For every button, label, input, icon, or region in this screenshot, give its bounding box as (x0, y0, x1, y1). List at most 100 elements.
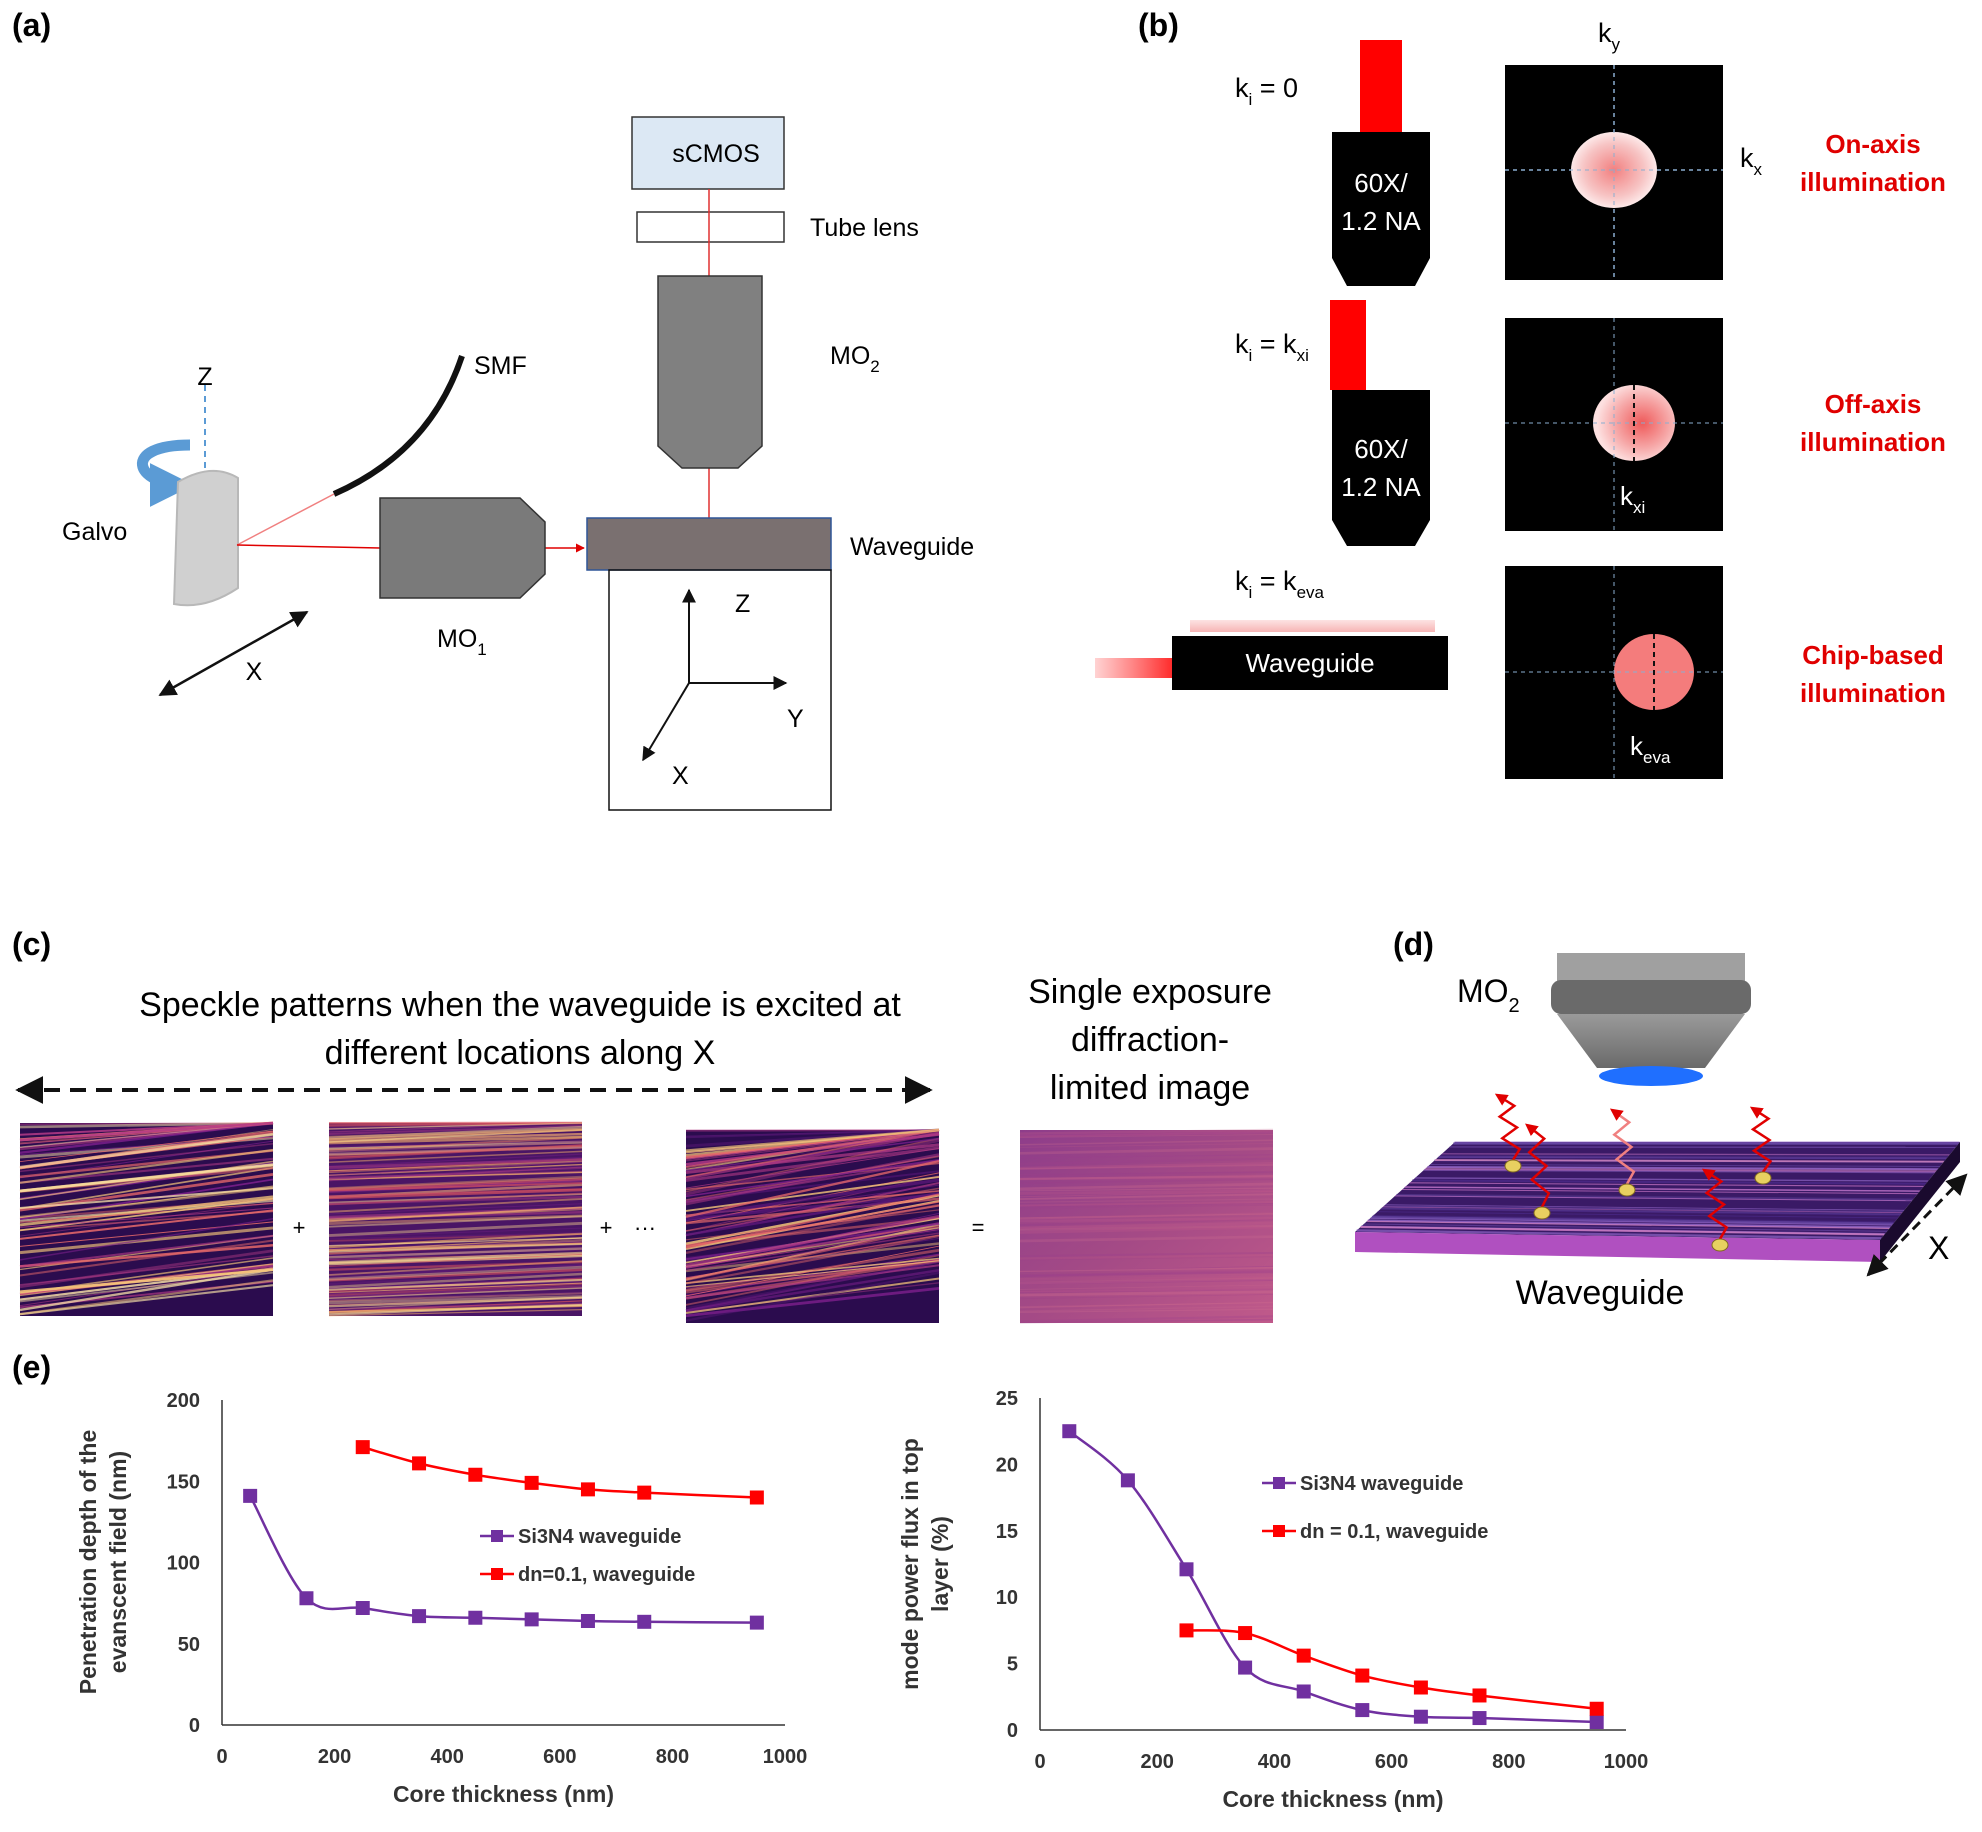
panel-e-label: (e) (12, 1349, 51, 1385)
diffraction-limited-image-texture (1019, 1128, 1274, 1324)
speckle-streak (328, 1192, 583, 1206)
speckle-streak (328, 1161, 583, 1177)
y-tick-label: 5 (1007, 1654, 1018, 1676)
result-line3: limited image (1050, 1069, 1250, 1107)
speckle-streak (1019, 1288, 1274, 1293)
speckle-streak (328, 1135, 583, 1145)
speckle-streak (1019, 1302, 1274, 1308)
galvo-x-arrow (158, 610, 309, 697)
panel-a: (a) sCMOS Tube lens MO2 SMF Z Galvo X MO… (12, 7, 974, 811)
y-tick-label: 20 (996, 1454, 1018, 1476)
panel-a-label: (a) (12, 7, 51, 43)
speckle-streak (328, 1282, 583, 1297)
waveguide-streak (1381, 1207, 1902, 1215)
panel-c-title-line1: Speckle patterns when the waveguide is e… (139, 986, 901, 1024)
panel-c-label: (c) (12, 926, 51, 962)
galvo-beam (236, 544, 381, 549)
beam-off-axis (1330, 300, 1366, 390)
speckle-streak (328, 1271, 583, 1286)
waveguide-streak (1360, 1225, 1885, 1236)
speckle-streak (1019, 1268, 1274, 1277)
data-point (1062, 1424, 1077, 1439)
evanescent-glow (1190, 620, 1435, 632)
speckle-streak (685, 1253, 940, 1296)
beam-chip (1095, 658, 1190, 678)
result-line1: Single exposure (1028, 973, 1272, 1011)
objective-row1-line2: 1.2 NA (1341, 206, 1421, 236)
speckle-streak (328, 1292, 583, 1302)
speckle-streak (1019, 1308, 1274, 1313)
speckle-streak (1019, 1288, 1274, 1293)
mode-row3-line2: illumination (1800, 678, 1946, 708)
speckle-streak (685, 1129, 940, 1178)
speckle-streak (1019, 1142, 1274, 1148)
speckle-streak (685, 1178, 940, 1219)
speckle-streak (328, 1193, 583, 1204)
x-tick-label: 1000 (1604, 1751, 1649, 1773)
speckle-streak (1019, 1270, 1274, 1278)
speckle-streak (1019, 1305, 1274, 1312)
speckle-streak (19, 1239, 274, 1277)
speckle-streak (19, 1255, 274, 1286)
y-tick-label: 0 (189, 1715, 200, 1737)
data-point (412, 1609, 427, 1624)
speckle-streak (685, 1232, 940, 1272)
speckle-streak (328, 1215, 583, 1228)
mode-row3-line1: Chip-based (1802, 640, 1944, 670)
mo2-d-label: MO2 (1457, 973, 1520, 1017)
speckle-streak (328, 1165, 583, 1180)
legend-label: Si3N4 waveguide (518, 1526, 681, 1548)
speckle-streak (1019, 1139, 1274, 1146)
fluorophore-bead (1711, 1238, 1729, 1252)
y-tick-label: 10 (996, 1587, 1018, 1609)
speckle-streak (328, 1303, 583, 1316)
speckle-streak (685, 1131, 940, 1162)
legend-label: dn = 0.1, waveguide (1300, 1521, 1488, 1543)
speckle-streak (1019, 1213, 1274, 1220)
speckle-streak (1019, 1164, 1274, 1170)
objective-mo2 (657, 275, 763, 469)
speckle-streak (1019, 1170, 1274, 1179)
fluorophore-bead (1504, 1159, 1522, 1173)
speckle-streak (19, 1148, 274, 1184)
objective-row2-line1: 60X/ (1354, 434, 1408, 464)
waveguide-streak (1360, 1225, 1885, 1236)
speckle-streak (1019, 1157, 1274, 1166)
speckle-streak (1019, 1161, 1274, 1170)
speckle-streak (1019, 1318, 1274, 1324)
speckle-streak (19, 1121, 274, 1151)
waveguide-streak (1383, 1205, 1904, 1213)
speckle-streak (1019, 1225, 1274, 1234)
kx-label: kx (1740, 143, 1763, 179)
speckle-streak (328, 1160, 583, 1172)
panel-b: (b) ki = 0 60X/ 1.2 NA ky kx On-axis ill… (1095, 7, 1946, 779)
scmos-label: sCMOS (672, 140, 760, 168)
speckle-streak (19, 1121, 274, 1142)
data-point (1589, 1701, 1604, 1716)
speckle-streak (328, 1295, 583, 1305)
speckle-streak (1019, 1175, 1274, 1181)
data-point (243, 1488, 258, 1503)
speckle-streak (19, 1186, 274, 1219)
data-point (1120, 1473, 1135, 1488)
speckle-streak (1019, 1284, 1274, 1290)
data-point (580, 1614, 595, 1628)
speckle-streak (1019, 1213, 1274, 1219)
speckle-streak (1019, 1131, 1274, 1138)
mode-row2-line2: illumination (1800, 427, 1946, 457)
data-point (524, 1475, 539, 1490)
speckle-streak (685, 1143, 940, 1175)
speckle-streak (1019, 1221, 1274, 1230)
speckle-streak (19, 1207, 274, 1228)
single-mode-fiber (332, 355, 465, 497)
speckle-streak (685, 1176, 940, 1212)
speckle-streak (328, 1272, 583, 1289)
objective-row1 (1332, 132, 1430, 286)
rotation-arrow-icon (137, 439, 194, 507)
speckle-streak (1019, 1290, 1274, 1297)
objective-row1-line1: 60X/ (1354, 168, 1408, 198)
objective-mo1 (379, 497, 546, 599)
axis-x-arrow (642, 682, 690, 762)
speckle-streak (328, 1183, 583, 1199)
x-tick-label: 800 (1492, 1751, 1525, 1773)
